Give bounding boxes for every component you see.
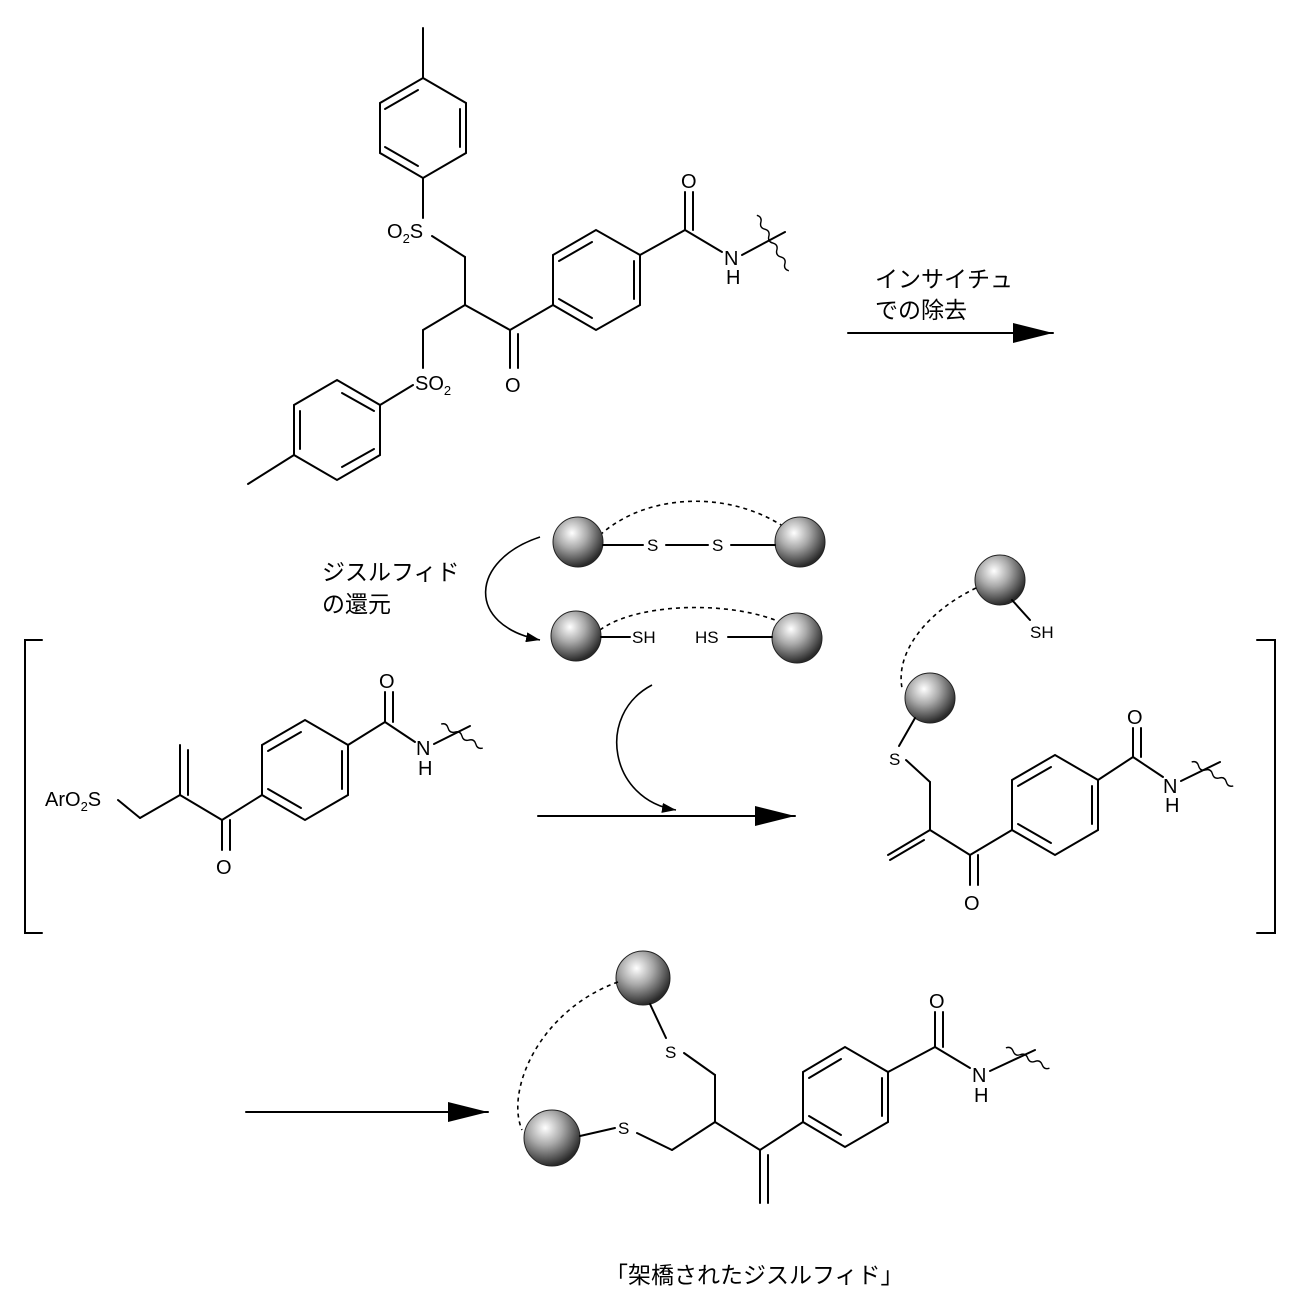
in-situ-label-line1: インサイチュ bbox=[875, 267, 1013, 293]
enone-ketone-oxygen: O bbox=[216, 857, 232, 879]
thiol-addition-step bbox=[538, 685, 795, 816]
reduction-label-line1: ジスルフィド bbox=[322, 560, 460, 586]
product-caption: 「架橋されたジスルフィド」 bbox=[605, 1263, 904, 1289]
protein-sphere bbox=[905, 673, 955, 723]
amide-n-4: N bbox=[972, 1065, 986, 1087]
protein-attachment-wavy-2 bbox=[440, 722, 484, 749]
thioether-s: S bbox=[889, 750, 900, 769]
right-bracket bbox=[1257, 640, 1275, 933]
bridged-disulfide-product: S S O N H bbox=[518, 951, 1050, 1203]
benzoyl-ring-1 bbox=[553, 230, 640, 330]
enone-sulfone-reagent: ArO2S O O N H bbox=[45, 671, 484, 879]
aryl-sulfonyl-group: ArO2S bbox=[45, 789, 101, 814]
lower-sulfonyl-so2: SO2 bbox=[415, 373, 451, 398]
ketone-oxygen: O bbox=[505, 375, 521, 397]
intermediate-ketone-oxygen: O bbox=[964, 893, 980, 915]
protein-sphere bbox=[772, 613, 822, 663]
amide-n-2: N bbox=[416, 738, 430, 760]
reduction-label-line2: の還元 bbox=[322, 592, 391, 618]
thiol-sh-left: SH bbox=[632, 628, 656, 647]
thiol-hs-right: HS bbox=[695, 628, 719, 647]
protein-sphere bbox=[524, 1110, 580, 1166]
bridge-s-upper: S bbox=[665, 1043, 676, 1062]
amide-oxygen-3: O bbox=[1127, 707, 1143, 729]
protein-sphere bbox=[553, 517, 603, 567]
protein-sphere bbox=[551, 611, 601, 661]
disulfide-s-right: S bbox=[712, 536, 723, 555]
in-situ-elimination-step: インサイチュ での除去 bbox=[848, 267, 1053, 333]
amide-h-2: H bbox=[418, 758, 432, 780]
lower-tolyl-ring bbox=[248, 380, 380, 484]
upper-tolyl-ring bbox=[380, 28, 466, 218]
addition-curved-arrow bbox=[617, 685, 676, 810]
in-situ-label-line2: での除去 bbox=[875, 298, 967, 324]
benzoyl-ring-4 bbox=[803, 1047, 888, 1147]
protein-sphere bbox=[775, 517, 825, 567]
benzoyl-ring-2 bbox=[262, 720, 348, 820]
upper-sulfonyl-o2: O2S bbox=[387, 221, 423, 246]
protein-attachment-wavy-4 bbox=[1005, 1046, 1050, 1070]
amide-oxygen-1: O bbox=[681, 171, 697, 193]
benzoyl-ring-3 bbox=[1012, 755, 1098, 855]
amide-oxygen-4: O bbox=[929, 991, 945, 1013]
protein-sphere bbox=[975, 555, 1025, 605]
disulfide-s-left: S bbox=[647, 536, 658, 555]
protein-sphere bbox=[616, 951, 670, 1005]
starting-reagent-bis-sulfone: O2S SO2 O O N H bbox=[248, 28, 791, 484]
amide-oxygen-2: O bbox=[379, 671, 395, 693]
free-thiol-sh: SH bbox=[1030, 623, 1054, 642]
bridge-s-lower: S bbox=[618, 1119, 629, 1138]
disulfide-reduction: ジスルフィド の還元 S S SH HS bbox=[322, 501, 825, 663]
protein-attachment-wavy-1 bbox=[755, 214, 790, 271]
reduction-curved-arrow bbox=[486, 537, 540, 640]
amide-h-1: H bbox=[726, 267, 740, 289]
left-bracket bbox=[25, 640, 42, 933]
amide-h-4: H bbox=[974, 1085, 988, 1107]
mono-thioether-intermediate: SH S O O N H bbox=[888, 555, 1234, 915]
amide-h-3: H bbox=[1165, 795, 1179, 817]
